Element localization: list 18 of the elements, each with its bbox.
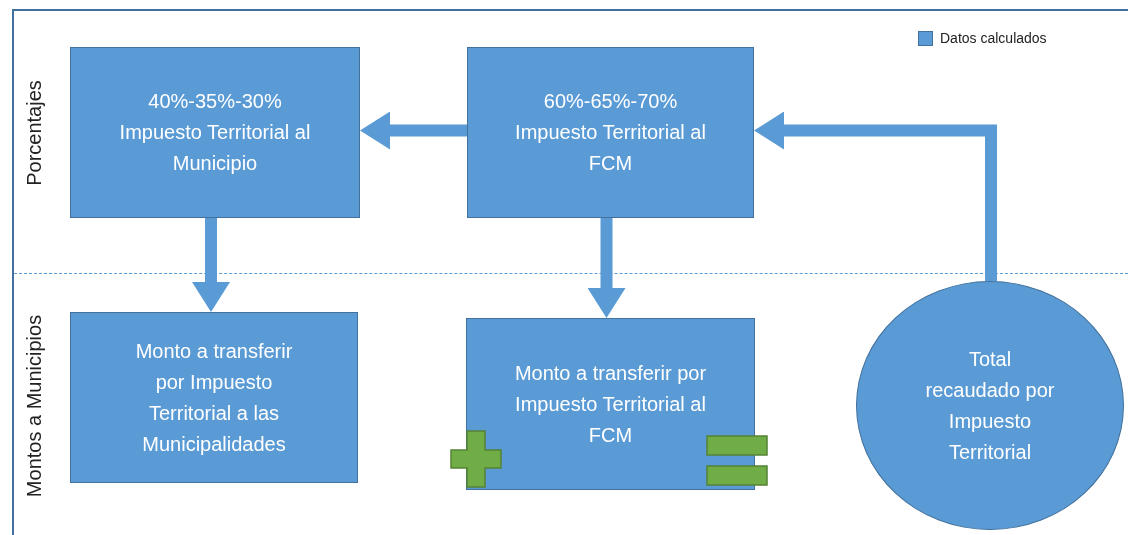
box-text: Monto a transferir por Impuesto Territorial al FCM bbox=[513, 360, 708, 448]
box-text: Monto a transferir por Impuesto Territorial a las Municipalidades bbox=[134, 338, 294, 457]
process-box bbox=[467, 47, 754, 218]
arrow bbox=[587, 218, 626, 318]
process-box bbox=[466, 318, 755, 490]
row-label: Porcentajes bbox=[22, 80, 46, 186]
arrow bbox=[754, 111, 997, 281]
process-box bbox=[70, 47, 360, 218]
row-label: Montos a Municipios bbox=[22, 314, 46, 498]
arrow bbox=[192, 218, 230, 312]
box-text: 40%-35%-30% bbox=[148, 89, 282, 114]
box-text: Total recaudado por Impuesto Territorial bbox=[924, 346, 1056, 465]
box-text: Impuesto Territorial al Municipio bbox=[118, 120, 312, 176]
legend-text: Datos calculados bbox=[940, 30, 1047, 46]
box-text: 60%-65%-70% bbox=[543, 89, 678, 114]
process-box bbox=[70, 312, 358, 483]
arrow bbox=[360, 111, 467, 150]
box-text: Impuesto Territorial al FCM bbox=[514, 120, 707, 176]
